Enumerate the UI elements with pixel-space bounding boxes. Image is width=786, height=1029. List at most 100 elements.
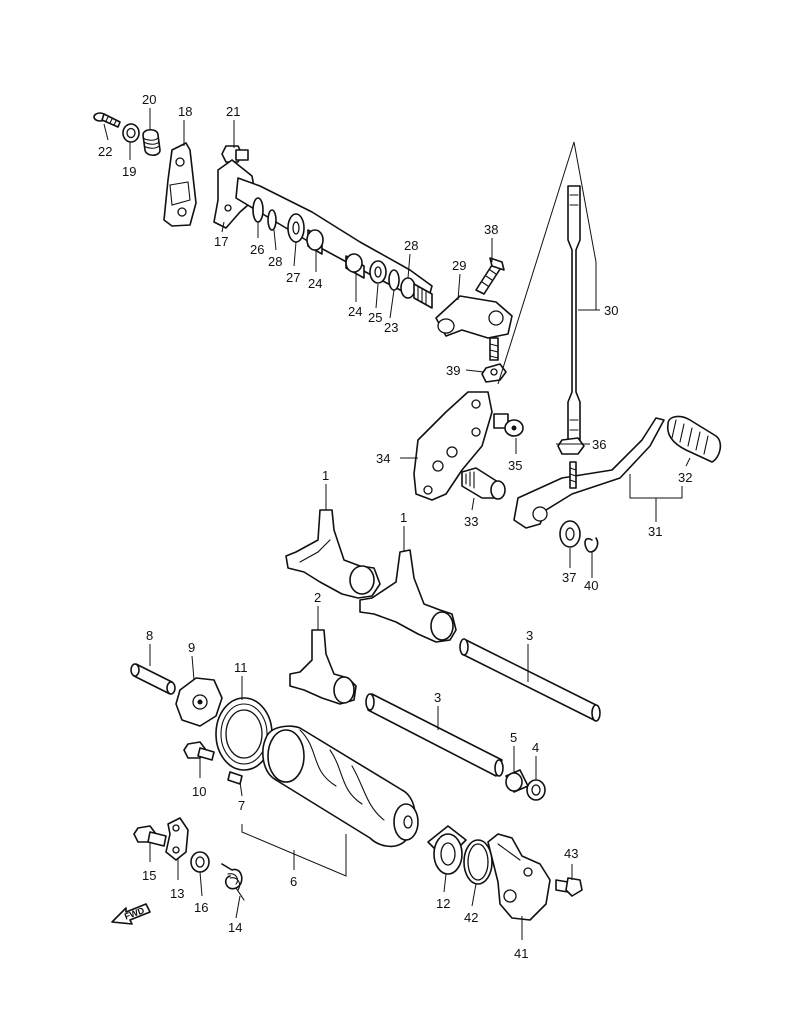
callout-24-a: 24 [308, 276, 322, 291]
leader-6-bracket [241, 824, 347, 877]
part-38-bolt [475, 257, 505, 295]
part-23-washer [400, 277, 416, 299]
callout-11: 11 [234, 660, 248, 675]
callout-14: 14 [228, 920, 242, 935]
part-21-bolt [221, 145, 249, 163]
callout-42: 42 [464, 910, 478, 925]
callout-3-a: 3 [526, 628, 533, 643]
callout-6: 6 [290, 874, 297, 889]
part-20-spring [142, 128, 161, 157]
lever-stud [489, 337, 499, 361]
part-6-gearshift-cam [262, 725, 419, 848]
callout-22: 22 [98, 144, 112, 159]
part-12-bearing [427, 825, 467, 875]
part-35-bolt [493, 413, 524, 437]
part-43-bolt [555, 877, 583, 897]
callout-labels: 22 19 20 18 21 17 26 28 27 24 28 24 25 2… [98, 92, 692, 961]
callout-36: 36 [592, 437, 606, 452]
part-10-bolt [183, 741, 215, 761]
callout-28-b: 28 [404, 238, 418, 253]
callout-13: 13 [170, 886, 184, 901]
part-3-fork-shaft-a [459, 638, 601, 722]
part-40-circlip [584, 537, 599, 553]
part-26-collar [252, 197, 264, 223]
callout-30: 30 [604, 303, 618, 318]
leader-lines [103, 108, 691, 940]
part-4-washer [526, 779, 546, 801]
callout-19: 19 [122, 164, 136, 179]
part-19-washer [122, 123, 140, 143]
part-28-snap-ring-a [267, 209, 277, 231]
part-15-bolt [133, 825, 167, 847]
part-25-oil-seal [369, 260, 387, 284]
part-32-footrest-rubber [666, 415, 722, 463]
part-42-o-ring [463, 839, 493, 885]
callout-10: 10 [192, 784, 206, 799]
callout-31: 31 [648, 524, 662, 539]
callout-33: 33 [464, 514, 478, 529]
fwd-arrow: FWD [111, 903, 151, 925]
callout-38: 38 [484, 222, 498, 237]
callout-35: 35 [508, 458, 522, 473]
shaft-spline-end [413, 283, 433, 309]
part-5-bushing [505, 769, 529, 793]
part-27-washer [287, 213, 305, 243]
part-1-shift-fork-b [359, 549, 457, 643]
callout-26: 26 [250, 242, 264, 257]
callout-29: 29 [452, 258, 466, 273]
callout-41: 41 [514, 946, 528, 961]
callout-40: 40 [584, 578, 598, 593]
part-33-pivot-bolt [461, 467, 506, 500]
part-11-bearing [215, 697, 273, 771]
part-9-cam-stopper-plate [175, 677, 223, 727]
callout-8: 8 [146, 628, 153, 643]
callout-12: 12 [436, 896, 450, 911]
callout-5: 5 [510, 730, 517, 745]
guide-line-30 [497, 141, 597, 385]
part-14-spring [221, 863, 245, 901]
callout-34: 34 [376, 451, 390, 466]
callout-39: 39 [446, 363, 460, 378]
callout-23: 23 [384, 320, 398, 335]
part-34-bracket [413, 391, 493, 501]
callout-2: 2 [314, 590, 321, 605]
callout-1-a: 1 [322, 468, 329, 483]
part-18-stopper-plate [163, 142, 197, 227]
callout-17: 17 [214, 234, 228, 249]
callout-43: 43 [564, 846, 578, 861]
part-24-bush-b [345, 253, 365, 279]
callout-28-a: 28 [268, 254, 282, 269]
callout-37: 37 [562, 570, 576, 585]
callout-3-b: 3 [434, 690, 441, 705]
callout-9: 9 [188, 640, 195, 655]
part-16-collar [190, 851, 210, 873]
callout-24-b: 24 [348, 304, 362, 319]
callout-1-b: 1 [400, 510, 407, 525]
callout-18: 18 [178, 104, 192, 119]
part-31-gearshift-lever [513, 417, 665, 529]
callout-16: 16 [194, 900, 208, 915]
part-37-washer [559, 520, 581, 548]
part-39-nut [481, 363, 507, 383]
part-8-pin [130, 663, 176, 695]
part-2-shift-fork [289, 629, 357, 705]
part-22-screw [93, 112, 121, 128]
part-36-nut [557, 437, 585, 455]
part-13-stopper-arm [165, 817, 189, 861]
callout-15: 15 [142, 868, 156, 883]
part-3-fork-shaft-b [365, 693, 504, 777]
leader-31-bracket [629, 474, 683, 522]
callout-7: 7 [238, 798, 245, 813]
part-41-cam-guide [487, 833, 551, 921]
callout-20: 20 [142, 92, 156, 107]
part-28-snap-ring-b [388, 269, 400, 291]
callout-21: 21 [226, 104, 240, 119]
part-29-shift-lever [435, 295, 513, 339]
callout-4: 4 [532, 740, 539, 755]
part-30-shift-rod [567, 185, 581, 441]
callout-27: 27 [286, 270, 300, 285]
callout-25: 25 [368, 310, 382, 325]
part-24-bush-a [306, 229, 324, 255]
callout-32: 32 [678, 470, 692, 485]
